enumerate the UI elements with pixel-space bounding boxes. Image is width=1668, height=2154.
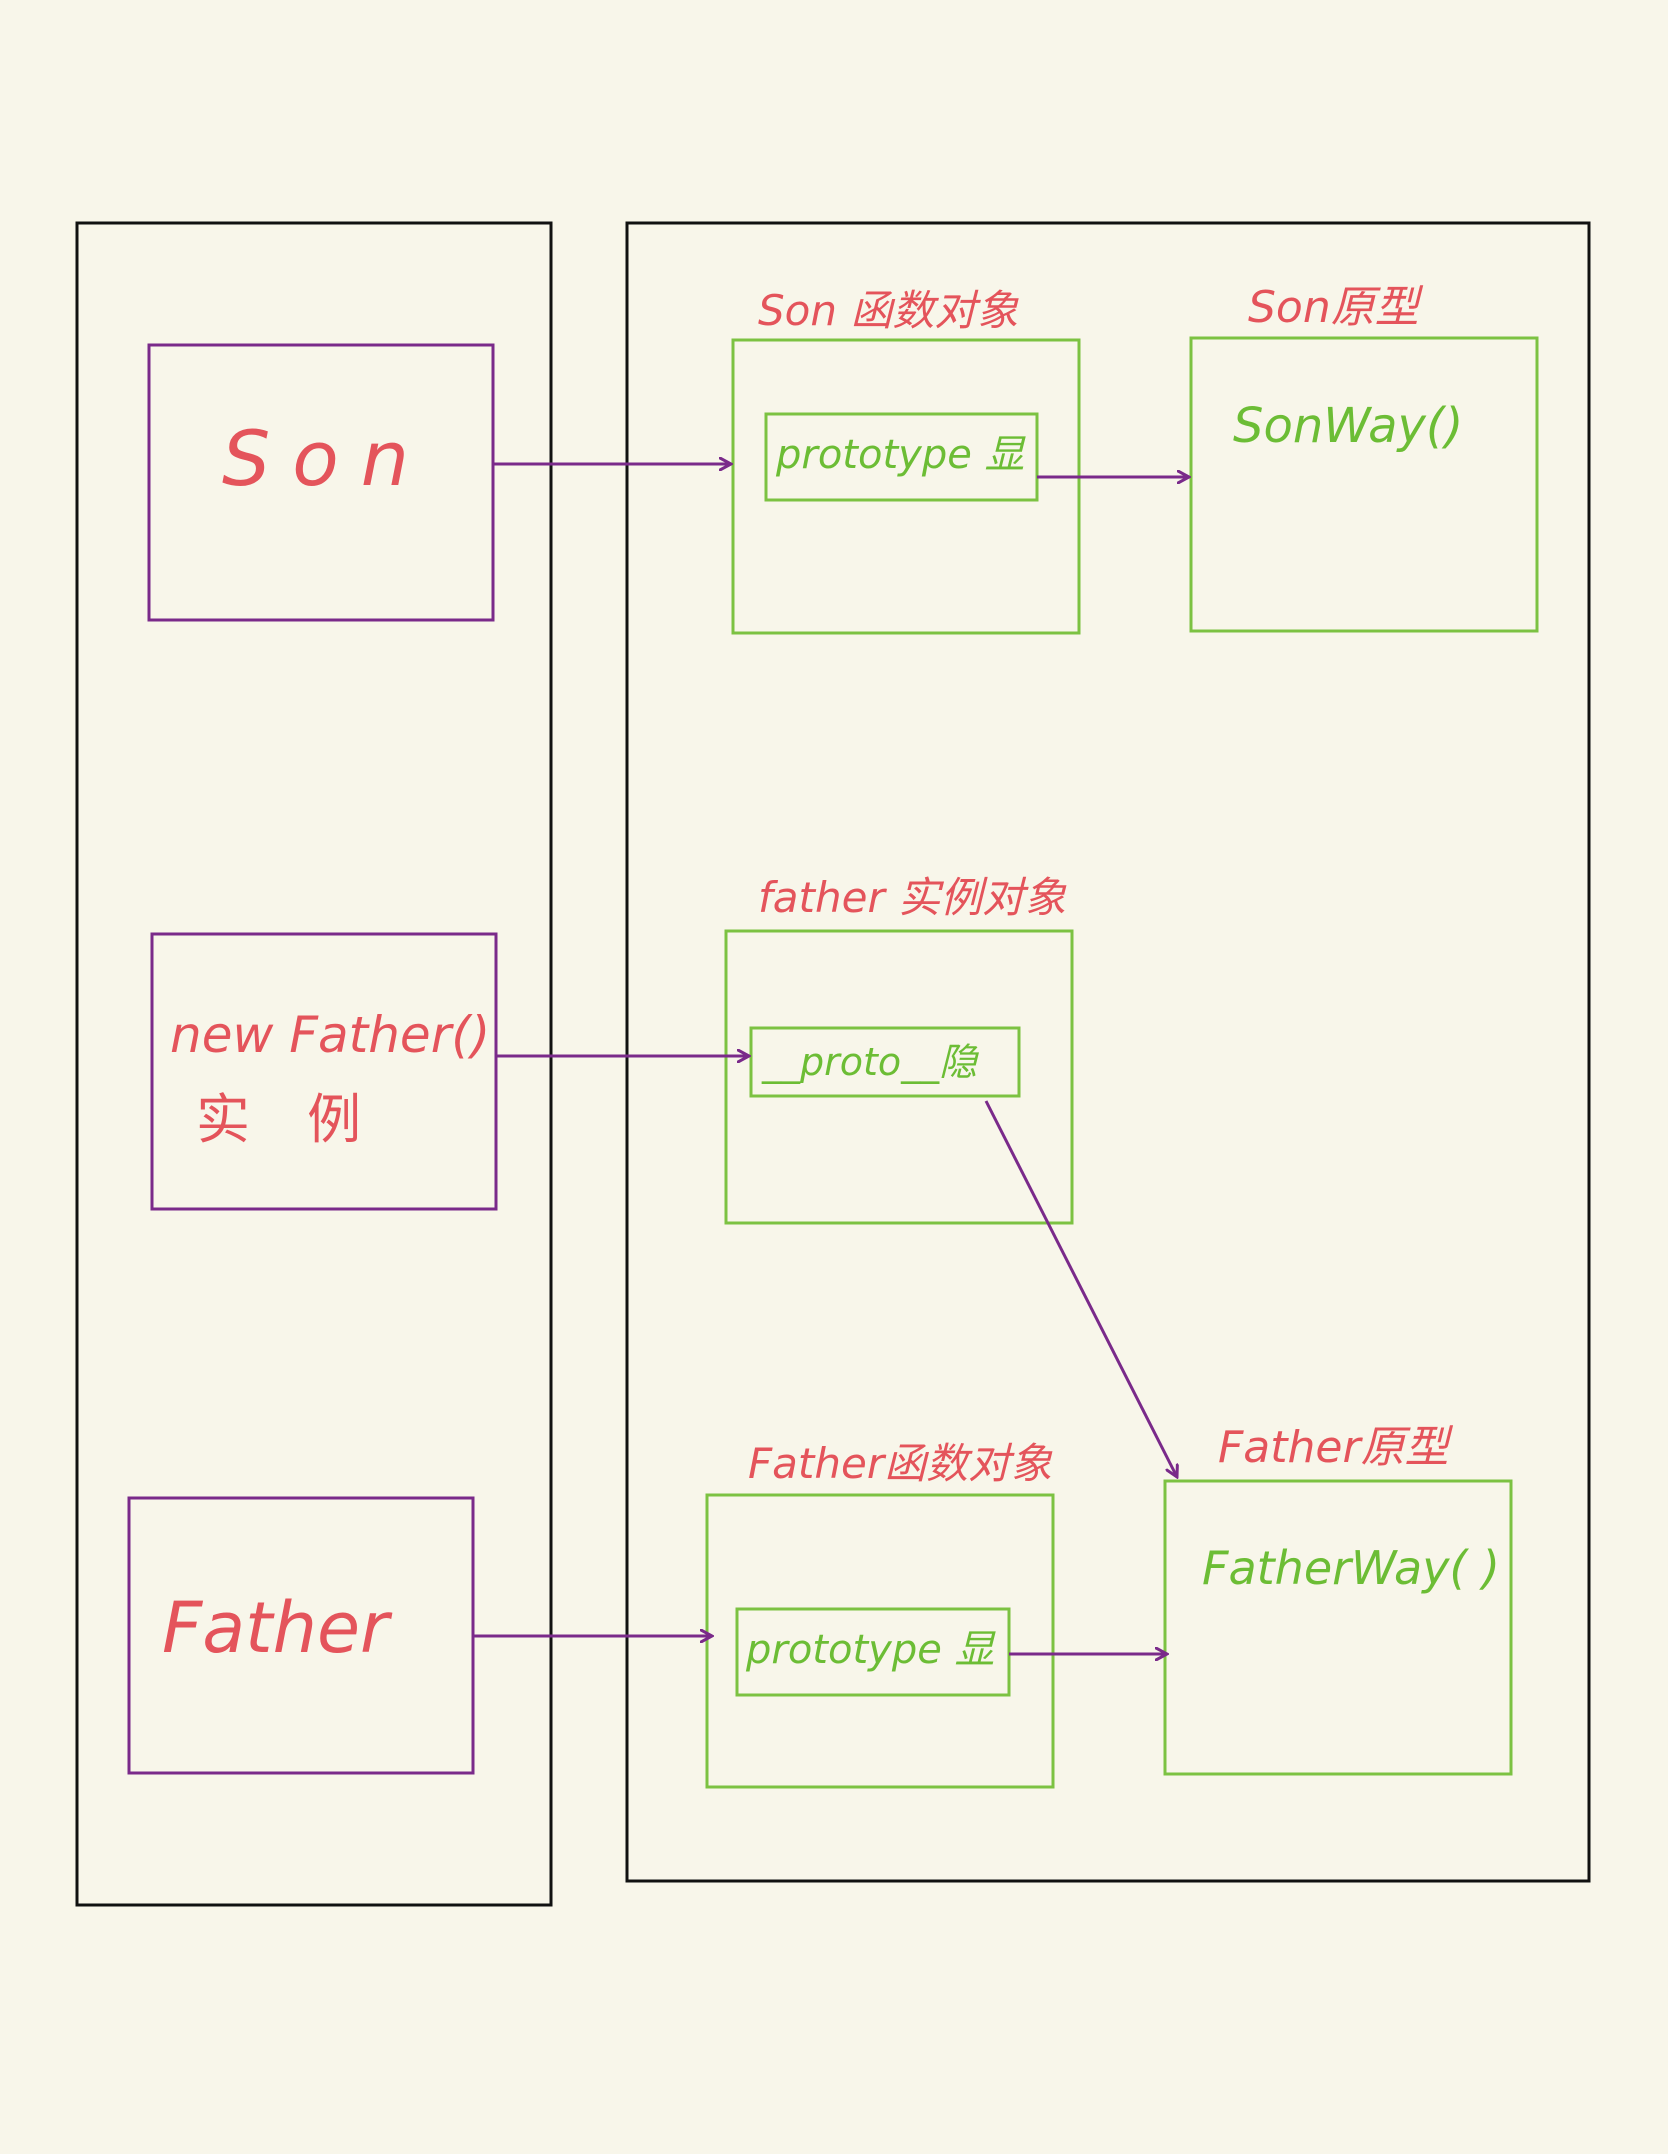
father-box-label: Father [162,1587,393,1669]
arrow-proto-to-father-proto [984,1100,1177,1477]
son-func-title: Son 函数对象 [758,286,1019,335]
father-func-title: Father函数对象 [748,1439,1053,1488]
son-func-prototype-label: prototype 显 [775,432,1027,478]
instance-box-line2: 实 例 [196,1088,381,1151]
right-panel [625,221,1591,1883]
father-func-prototype-label: prototype 显 [745,1627,997,1673]
father-instance-proto-slot [749,1026,1021,1098]
son-proto-title: Son原型 [1248,282,1424,333]
son-proto-box [1189,336,1539,633]
son-func-box [731,338,1081,635]
father-proto-title: Father原型 [1218,1422,1454,1473]
father-instance-proto-label: __proto__隐 [761,1040,979,1084]
father-proto-box [1163,1479,1513,1776]
father-instance-box [724,929,1074,1225]
son-box-label: Son [222,414,431,503]
left-panel [75,221,553,1907]
son-proto-content: SonWay() [1233,398,1463,454]
father-proto-content: FatherWay( ) [1202,1541,1500,1595]
father-func-prototype-slot [735,1607,1011,1697]
son-func-prototype-slot [764,412,1039,502]
son-box [147,343,495,622]
instance-box [150,932,498,1211]
instance-box-line1: new Father() [170,1006,490,1064]
father-instance-title: father 实例对象 [758,873,1067,922]
